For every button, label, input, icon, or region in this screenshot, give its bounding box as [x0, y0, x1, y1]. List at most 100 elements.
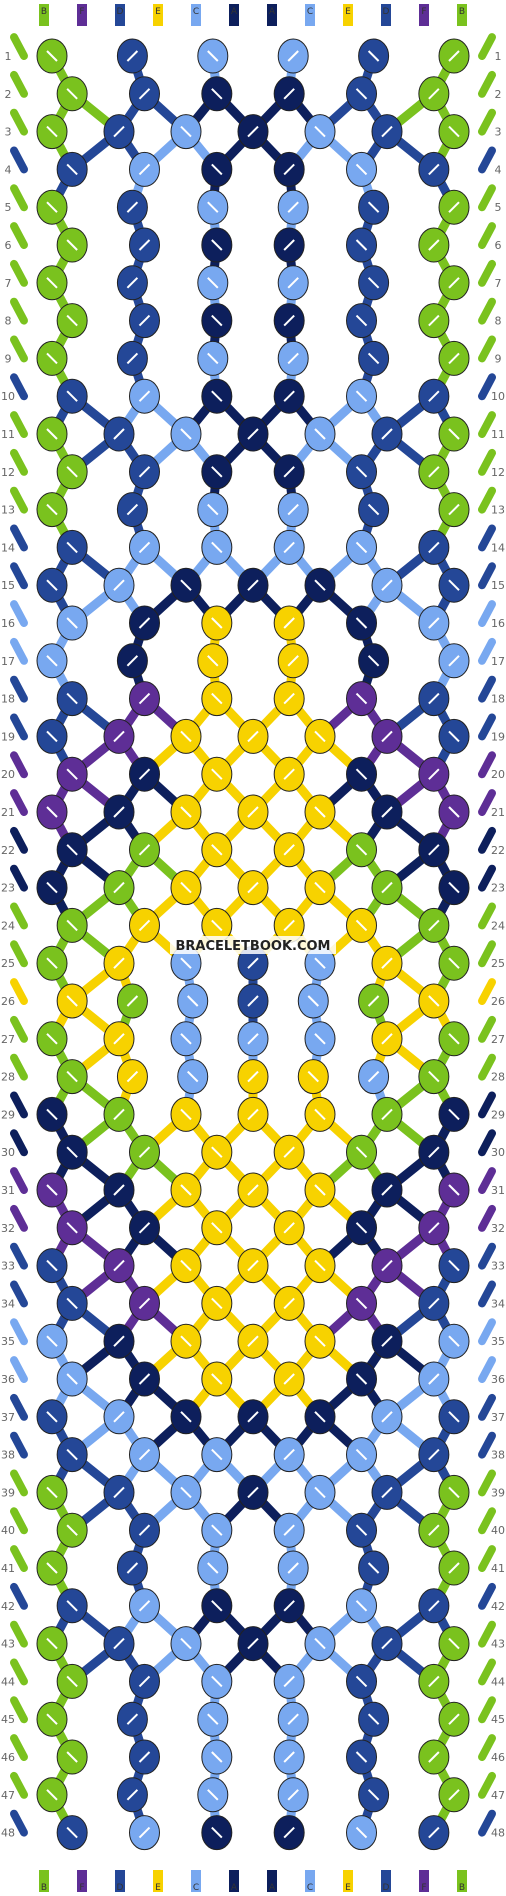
knot-arrow-icon	[287, 352, 299, 365]
knot-arrow-icon	[283, 163, 295, 176]
knot-arrow-icon	[126, 352, 139, 365]
row-number: 46	[1, 1751, 15, 1764]
knot-arrow-icon	[367, 1562, 380, 1574]
knot-arrow-icon	[46, 352, 58, 365]
knot-arrow-icon	[381, 579, 393, 591]
knot-arrow-icon	[66, 1675, 78, 1688]
edge-string	[478, 184, 496, 212]
knot-arrow-icon	[180, 730, 192, 743]
knot-arrow-icon	[367, 503, 380, 516]
row-number: 35	[491, 1335, 505, 1348]
knot-arrow-icon	[126, 1070, 139, 1083]
edge-string	[10, 1053, 28, 1081]
knot-arrow-icon	[46, 579, 58, 591]
knot-arrow-icon	[287, 1562, 299, 1574]
knot-arrow-icon	[367, 655, 380, 667]
knot-arrow-icon	[46, 428, 58, 440]
knot-arrow-icon	[448, 1335, 460, 1347]
knot-arrow-icon	[428, 239, 440, 251]
knot-arrow-icon	[428, 1373, 440, 1385]
string-letter-top: B	[41, 7, 47, 17]
edge-string	[10, 1431, 28, 1459]
knot-arrow-icon	[138, 541, 151, 554]
string-tail-top	[381, 4, 391, 26]
row-number: 20	[491, 768, 505, 781]
edge-string	[478, 1129, 496, 1157]
knot-arrow-icon	[126, 50, 139, 62]
edge-string	[478, 562, 496, 590]
edge-string	[10, 864, 28, 892]
knot-arrow-icon	[180, 428, 192, 440]
string-tail-top	[77, 4, 87, 26]
knot-arrow-icon	[211, 163, 223, 176]
string-tail-top	[191, 4, 201, 26]
knot-arrow-icon	[448, 730, 460, 743]
row-number: 3	[495, 126, 502, 139]
knot-arrow-icon	[428, 1675, 440, 1688]
watermark-text: BRACELETBOOK.COM	[176, 939, 331, 954]
row-number: 33	[491, 1260, 505, 1273]
row-number: 13	[1, 504, 15, 517]
knot-arrow-icon	[355, 617, 368, 629]
edge-string	[478, 259, 496, 287]
knot-arrow-icon	[355, 1373, 368, 1385]
knot-arrow-icon	[283, 1146, 295, 1158]
knot-arrow-icon	[66, 1222, 78, 1234]
edge-string	[478, 1167, 496, 1194]
knot-arrow-icon	[448, 277, 460, 289]
edge-string	[478, 1809, 496, 1837]
knot-arrow-icon	[46, 277, 58, 289]
knot-arrow-icon	[448, 503, 460, 516]
string-letter-top: C	[307, 7, 313, 17]
knot-arrow-icon	[381, 1184, 393, 1196]
thread-layer	[10, 33, 496, 1838]
knot-arrow-icon	[247, 995, 259, 1007]
row-number: 38	[1, 1449, 15, 1462]
row-number: 45	[1, 1713, 15, 1726]
knot-arrow-icon	[66, 1600, 78, 1612]
string-letter-top: A	[269, 7, 276, 17]
knot-arrow-icon	[448, 1033, 460, 1045]
edge-string	[10, 1356, 28, 1383]
knot-arrow-icon	[138, 466, 151, 478]
knot-arrow-icon	[247, 1411, 259, 1423]
knot-arrow-icon	[138, 692, 151, 705]
row-number: 9	[5, 352, 12, 365]
string-tail-bottom	[457, 1870, 467, 1892]
knot-arrow-icon	[187, 995, 199, 1007]
knot-arrow-icon	[66, 844, 78, 856]
knot-arrow-icon	[355, 163, 368, 176]
knot-arrow-icon	[448, 1259, 460, 1272]
knot-arrow-icon	[138, 1600, 151, 1612]
knot-arrow-icon	[283, 617, 295, 629]
edge-string	[10, 1204, 28, 1232]
edge-string	[478, 335, 496, 363]
edge-string	[478, 1469, 496, 1497]
edge-string	[10, 1242, 28, 1270]
edge-string	[478, 940, 496, 968]
knot-arrow-icon	[428, 1297, 440, 1310]
edge-string	[478, 70, 496, 98]
row-number: 41	[1, 1562, 15, 1575]
knot-arrow-icon	[138, 617, 151, 629]
knot-arrow-icon	[355, 1524, 368, 1536]
knot-arrow-icon	[283, 466, 295, 478]
edge-string	[10, 1469, 28, 1497]
row-number: 33	[1, 1260, 15, 1273]
knot-arrow-icon	[180, 1335, 192, 1347]
edge-string	[10, 1582, 28, 1610]
knot-arrow-icon	[180, 881, 192, 894]
row-number: 10	[1, 390, 15, 403]
knot-arrow-icon	[428, 466, 440, 478]
string-tail-top	[343, 4, 353, 26]
knot-arrow-icon	[367, 995, 380, 1007]
edge-string	[10, 1280, 28, 1308]
knot-arrow-icon	[448, 957, 460, 969]
knot-arrow-icon	[428, 1826, 440, 1839]
row-number: 40	[491, 1524, 505, 1537]
knot-arrow-icon	[314, 1335, 326, 1347]
row-number: 8	[495, 315, 502, 328]
edge-string	[478, 1545, 496, 1572]
row-number: 10	[491, 390, 505, 403]
knot-arrow-icon	[138, 239, 151, 251]
